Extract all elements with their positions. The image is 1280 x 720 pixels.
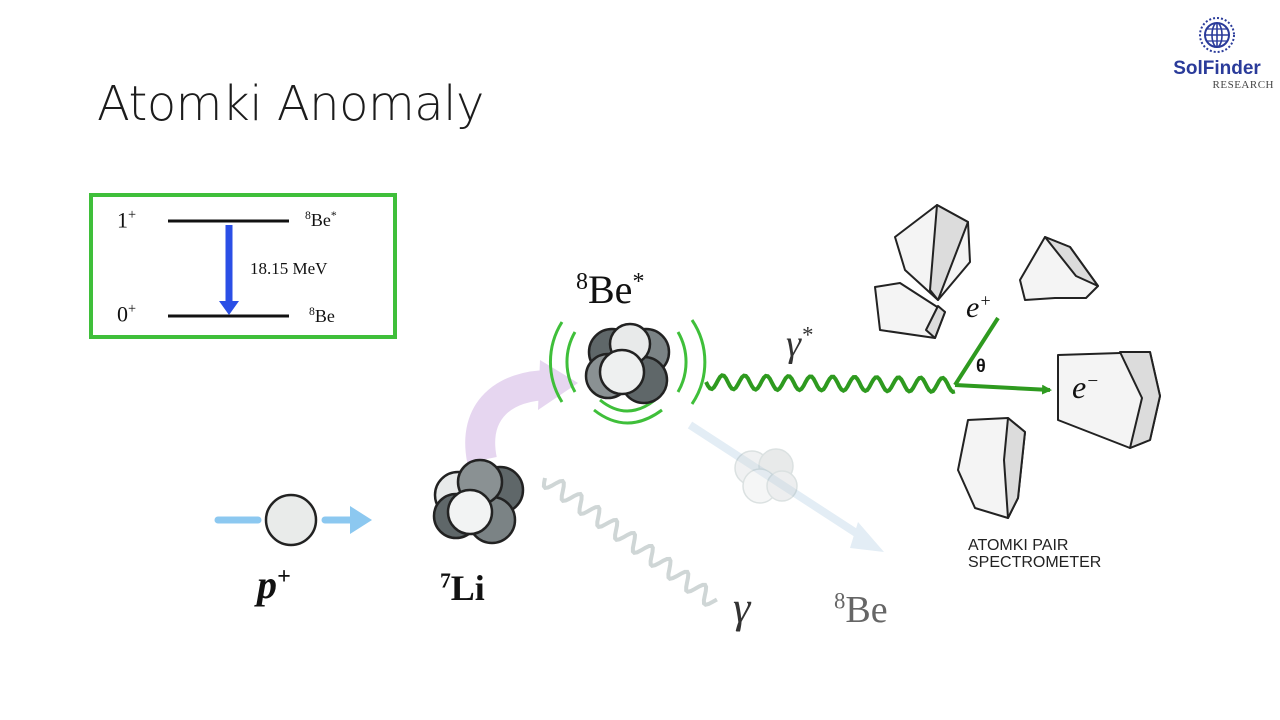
electron-label: e− bbox=[1072, 369, 1099, 405]
excited-nucleus-label: 8Be* bbox=[576, 267, 644, 312]
energy-level-diagram: 1+ 0+ 8Be* 8Be 18.15 MeV bbox=[89, 193, 397, 339]
ground-nucleus-label: 8Be bbox=[834, 589, 888, 631]
globe-icon bbox=[1199, 17, 1235, 53]
spectrometer-detectors bbox=[874, 204, 1161, 519]
proton-ball bbox=[264, 493, 318, 547]
ground-nucleus-faint bbox=[734, 448, 798, 504]
pink-fusion-arrow bbox=[465, 370, 551, 463]
decay-arrow-head bbox=[850, 522, 884, 552]
upper-level-spin: 1+ bbox=[117, 207, 137, 233]
decay-arrow-faint bbox=[687, 421, 873, 546]
angle-label: θ bbox=[976, 356, 986, 376]
pink-arrow-head bbox=[538, 360, 578, 410]
solfinder-logo: SolFinder RESEARCH bbox=[1158, 16, 1276, 96]
lower-level-spin: 0+ bbox=[117, 301, 137, 327]
slide-title: Atomki Anomaly bbox=[97, 76, 484, 132]
spectrometer-label-line2: SPECTROMETER bbox=[968, 554, 1101, 571]
gamma-photon-wave bbox=[541, 477, 718, 607]
virtual-photon-wave bbox=[704, 373, 956, 395]
upper-level-label: 8Be* bbox=[305, 209, 337, 230]
transition-energy: 18.15 MeV bbox=[250, 259, 328, 278]
virtual-photon-label: γ* bbox=[786, 323, 813, 365]
energy-level-lines bbox=[168, 219, 289, 318]
electron-track bbox=[954, 383, 1052, 395]
excited-nucleus bbox=[548, 319, 707, 425]
positron-label: e+ bbox=[966, 291, 991, 325]
lithium-label: 7Li bbox=[440, 568, 485, 608]
logo-name: SolFinder bbox=[1173, 58, 1261, 79]
positron-track bbox=[953, 316, 1000, 387]
lithium-nucleus bbox=[432, 458, 525, 545]
spectrometer-label-line1: ATOMKI PAIR bbox=[968, 537, 1068, 554]
transition-arrow-head bbox=[219, 301, 239, 315]
logo-subtitle: RESEARCH bbox=[1212, 79, 1274, 91]
lower-level-label: 8Be bbox=[309, 305, 335, 326]
proton-label: p+ bbox=[254, 562, 291, 607]
proton-arrow-head bbox=[350, 506, 372, 534]
photon-label: γ bbox=[733, 583, 752, 632]
